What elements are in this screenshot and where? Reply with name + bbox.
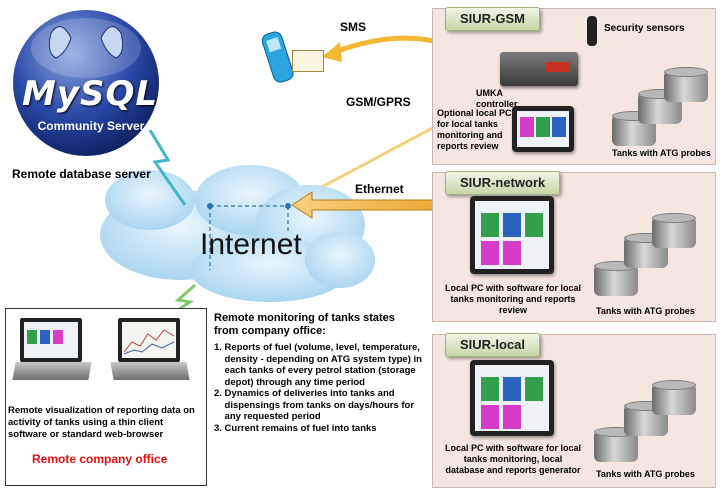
- network-tank-3: [652, 213, 696, 248]
- umka-controller: [500, 52, 578, 86]
- ethernet-label: Ethernet: [355, 182, 404, 196]
- internet-label: Internet: [200, 228, 302, 261]
- internet-cloud: [100, 165, 375, 302]
- db-lightning: [148, 129, 187, 206]
- mysql-server-logo: MySQL Community Server: [6, 8, 166, 158]
- optional-pc-label: Optional local PC for local tanks monito…: [437, 108, 512, 151]
- laptop-left: [12, 318, 92, 388]
- umka-label: UMKA controller: [476, 88, 518, 109]
- security-sensor-icon: [587, 16, 597, 46]
- mobile-phone-icon: [261, 28, 302, 88]
- envelope-icon: [292, 50, 324, 72]
- network-tanks-label: Tanks with ATG probes: [596, 306, 695, 316]
- sms-arrowhead: [322, 42, 342, 62]
- gsm-tablet-pc: [512, 106, 574, 152]
- gsm-gprs-label: GSM/GPRS: [346, 95, 411, 109]
- network-tablet-pc: [470, 196, 554, 274]
- monitoring-item: 2. Dynamics of deliveries into tanks and…: [214, 388, 415, 422]
- remote-office-title: Remote company office: [32, 452, 168, 466]
- local-tank-2: [624, 401, 668, 436]
- mysql-globe-icon: [13, 10, 159, 156]
- monitoring-heading: Remote monitoring of tanks states from c…: [214, 312, 395, 337]
- gsm-tank-3: [664, 67, 708, 102]
- monitoring-item: 3. Current remains of fuel into tanks: [214, 422, 377, 434]
- local-pc-label: Local PC with software for local tanks m…: [445, 443, 582, 475]
- gsm-tank-2: [638, 89, 682, 124]
- gsm-tanks-label: Tanks with ATG probes: [612, 148, 711, 158]
- security-sensors-label: Security sensors: [604, 23, 685, 34]
- local-tanks-label: Tanks with ATG probes: [596, 469, 695, 479]
- local-tank-1: [594, 427, 638, 462]
- network-tank-1: [594, 261, 638, 296]
- cloud-dashed-links: [209, 205, 289, 270]
- siur-network-title: SIUR-network: [445, 171, 561, 195]
- siur-local-title: SIUR-local: [445, 333, 541, 357]
- monitoring-list: 1. Reports of fuel (volume, level, tempe…: [214, 342, 424, 434]
- local-tablet-pc: [470, 360, 554, 436]
- sms-label: SMS: [340, 20, 367, 34]
- remote-office-description: Remote visualization of reporting data o…: [8, 405, 195, 440]
- mysql-subtitle: Community Server: [37, 119, 145, 133]
- remote-db-label: Remote database server: [12, 167, 151, 181]
- network-pc-label: Local PC with software for local tanks m…: [445, 283, 582, 315]
- laptop-right: [110, 318, 190, 388]
- mysql-logo-text: MySQL: [21, 74, 159, 114]
- monitoring-item: 1. Reports of fuel (volume, level, tempe…: [214, 342, 422, 388]
- siur-gsm-title: SIUR-GSM: [445, 7, 540, 31]
- local-tank-3: [652, 380, 696, 415]
